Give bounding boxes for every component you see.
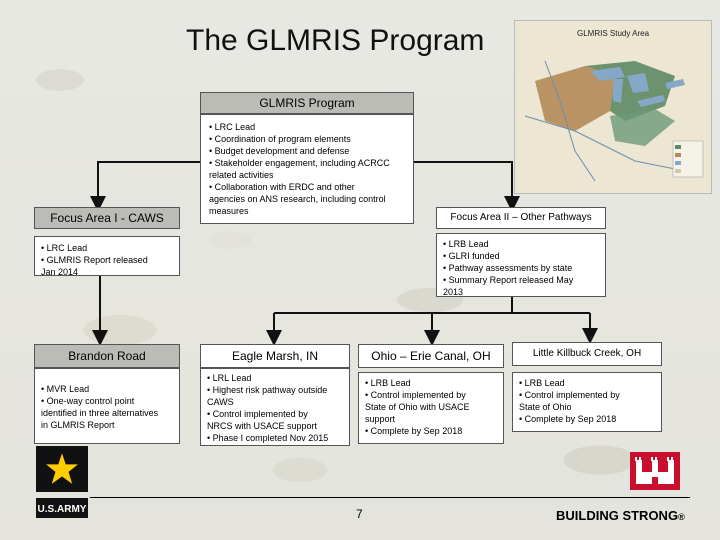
eagle-marsh-bullet: • Highest risk pathway outside bbox=[207, 385, 328, 395]
program-bullet: measures bbox=[209, 206, 249, 216]
little-killbuck-bullet: • Complete by Sep 2018 bbox=[519, 414, 617, 424]
program-bullet: related activities bbox=[209, 170, 274, 180]
eagle-marsh-bullet: • Phase I completed Nov 2015 bbox=[207, 433, 329, 443]
ohio-erie-canal-bullet: • Control implemented by bbox=[365, 390, 466, 400]
focus-area-2-bullet: • Summary Report released May bbox=[443, 275, 574, 285]
focus-area-2-bullet: 2013 bbox=[443, 287, 464, 297]
program-bullet: • Stakeholder engagement, including ACRC… bbox=[209, 158, 390, 168]
program-bullet: • LRC Lead bbox=[209, 122, 256, 132]
focus-area-2-bullet: • Pathway assessments by state bbox=[443, 263, 573, 273]
focus-area-1-bullet: • LRC Lead bbox=[41, 243, 88, 253]
little-killbuck-bullet: • Control implemented by bbox=[519, 390, 620, 400]
focus-area-1-details: • LRC Lead • GLMRIS Report released Jan … bbox=[34, 236, 180, 277]
army-logo-text: U.S.ARMY bbox=[38, 504, 87, 515]
focus-area-2-bullet: • LRB Lead bbox=[443, 239, 489, 249]
us-army-logo: U.S.ARMY bbox=[36, 446, 88, 518]
focus-area-1-header: Focus Area I - CAWS bbox=[34, 207, 180, 229]
ohio-erie-canal-bullet: support bbox=[365, 414, 396, 424]
eagle-marsh-header: Eagle Marsh, IN bbox=[200, 344, 350, 368]
brandon-road-bullet: in GLMRIS Report bbox=[41, 420, 115, 430]
brandon-road-header: Brandon Road bbox=[34, 344, 180, 368]
eagle-marsh-bullet: NRCS with USACE support bbox=[207, 421, 318, 431]
footer-divider bbox=[90, 497, 690, 498]
map-graphic bbox=[524, 60, 704, 182]
building-strong-tagline: BUILDING STRONG® bbox=[556, 508, 685, 523]
ohio-erie-canal-bullet: State of Ohio with USACE bbox=[365, 402, 470, 412]
program-bullet: • Collaboration with ERDC and other bbox=[209, 182, 355, 192]
brandon-road-bullet: • MVR Lead bbox=[41, 384, 90, 394]
tagline-text: BUILDING STRONG bbox=[556, 508, 679, 523]
little-killbuck-header: Little Killbuck Creek, OH bbox=[512, 342, 662, 366]
registered-mark: ® bbox=[678, 512, 685, 522]
little-killbuck-bullet: • LRB Lead bbox=[519, 378, 565, 388]
focus-area-1-bullet: Jan 2014 bbox=[41, 267, 79, 277]
little-killbuck-details: • LRB Lead • Control implemented by Stat… bbox=[512, 372, 662, 432]
program-bullet: • Coordination of program elements bbox=[209, 134, 351, 144]
brandon-road-bullet: • One-way control point bbox=[41, 396, 135, 406]
map-title: GLMRIS Study Area bbox=[576, 29, 650, 38]
ohio-erie-canal-bullet: • Complete by Sep 2018 bbox=[365, 426, 463, 436]
page-title: The GLMRIS Program bbox=[186, 24, 485, 57]
brandon-road-details: • MVR Lead • One-way control point ident… bbox=[34, 368, 180, 444]
program-details: • LRC Lead • Coordination of program ele… bbox=[200, 114, 414, 224]
ohio-erie-canal-bullet: • LRB Lead bbox=[365, 378, 411, 388]
eagle-marsh-bullet: • Control implemented by bbox=[207, 409, 308, 419]
focus-area-2-details: • LRB Lead • GLRI funded • Pathway asses… bbox=[436, 233, 606, 297]
program-bullet: • Budget development and defense bbox=[209, 146, 350, 156]
eagle-marsh-bullet: CAWS bbox=[207, 397, 234, 407]
page-number: 7 bbox=[356, 507, 363, 521]
program-header: GLMRIS Program bbox=[200, 92, 414, 114]
focus-area-2-bullet: • GLRI funded bbox=[443, 251, 500, 261]
brandon-road-bullet: identified in three alternatives bbox=[41, 408, 159, 418]
program-bullet: agencies on ANS research, including cont… bbox=[209, 194, 386, 204]
ohio-erie-canal-details: • LRB Lead • Control implemented by Stat… bbox=[358, 372, 504, 444]
focus-area-2-header: Focus Area II – Other Pathways bbox=[436, 207, 606, 229]
focus-area-1-bullet: • GLMRIS Report released bbox=[41, 255, 148, 265]
eagle-marsh-details: • LRL Lead • Highest risk pathway outsid… bbox=[200, 368, 350, 446]
eagle-marsh-bullet: • LRL Lead bbox=[207, 373, 252, 383]
usace-castle-logo bbox=[630, 452, 680, 490]
ohio-erie-canal-header: Ohio – Erie Canal, OH bbox=[358, 344, 504, 368]
study-area-map: GLMRIS Study Area bbox=[514, 20, 712, 194]
little-killbuck-bullet: State of Ohio bbox=[519, 402, 572, 412]
